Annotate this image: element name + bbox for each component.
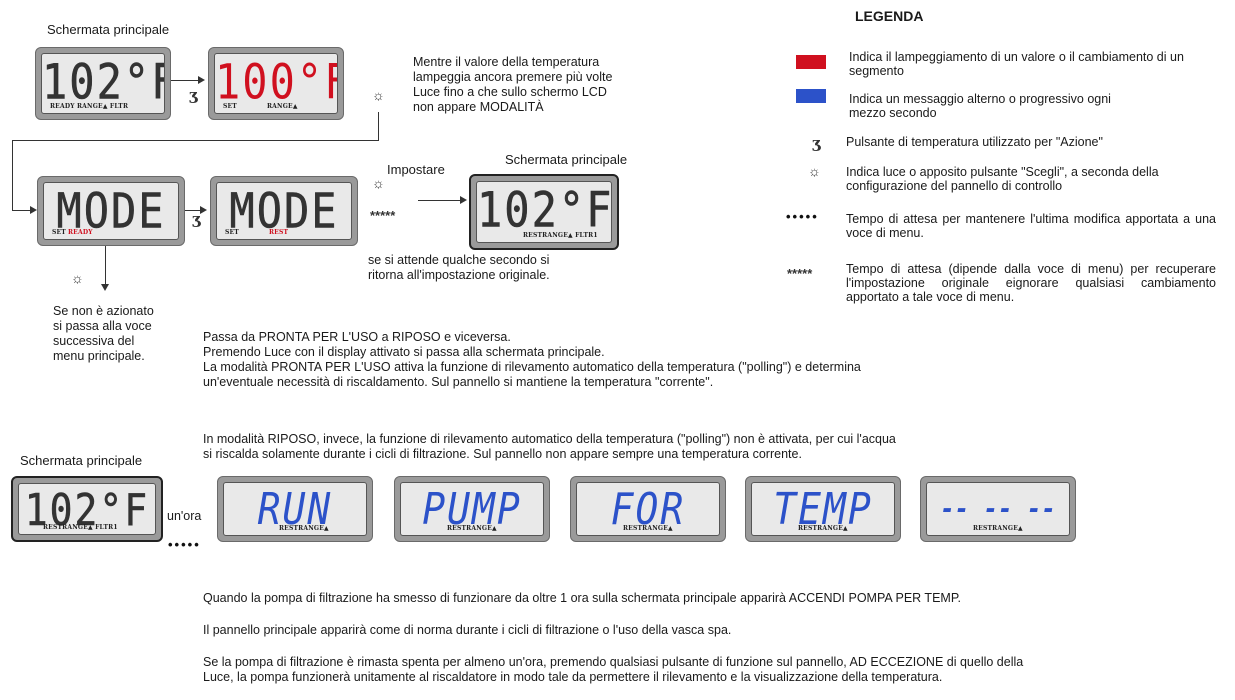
legend-title: LEGENDA xyxy=(855,8,924,24)
lcd-display-mode-ready: MODE SET READY xyxy=(37,176,185,246)
lcd-status: RESTRANGE▲ FLTR1 xyxy=(523,232,598,239)
lcd-value: FOR xyxy=(610,483,686,535)
lcd-range-label: RANGE▲ xyxy=(267,103,298,110)
legend-item: Indica luce o apposito pulsante "Scegli"… xyxy=(846,165,1159,193)
lcd-value: TEMP xyxy=(773,483,873,535)
lcd-value: MODE xyxy=(56,182,166,239)
main-screen-title-3: Schermata principale xyxy=(20,453,143,468)
rest-description: In modalità RIPOSO, invece, la funzione … xyxy=(203,432,896,461)
lcd-display-run: RUN RESTRANGE▲ xyxy=(217,476,373,542)
wait-stars-icon: ***** xyxy=(787,266,813,281)
connector-line xyxy=(418,200,462,201)
lcd-display-for: FOR RESTRANGE▲ xyxy=(570,476,726,542)
wait-dots-icon: ••••• xyxy=(786,209,819,224)
legend-item: Tempo di attesa per mantenere l'ultima m… xyxy=(846,212,1216,240)
arrow-right-icon xyxy=(198,76,205,84)
lcd-display-102f: 102°F READY RANGE▲ FLTR xyxy=(35,47,171,120)
light-button-icon: ☼ xyxy=(71,270,84,286)
wait-text: se si attende qualche secondo si ritorna… xyxy=(368,253,550,282)
set-label: Impostare xyxy=(387,162,445,177)
light-button-icon: ☼ xyxy=(372,87,385,103)
main-screen-title-2: Schermata principale xyxy=(505,152,628,167)
lcd-set-label: SET xyxy=(52,229,66,236)
lcd-set-label: SET xyxy=(223,103,237,110)
arrow-right-icon xyxy=(30,206,37,214)
legend-item: Indica il lampeggiamento di un valore o … xyxy=(849,50,1184,78)
paragraph-line: Premendo Luce con il display attivato si… xyxy=(203,345,605,359)
arrow-down-icon xyxy=(101,284,109,291)
connector-line xyxy=(12,210,32,211)
lcd-value-blinking: 100°F xyxy=(215,53,338,110)
bottom-paragraph-3: Se la pompa di filtrazione è rimasta spe… xyxy=(203,655,1024,684)
lcd-display-100f: 100°F SET RANGE▲ xyxy=(208,47,344,120)
lcd-set-label: SET xyxy=(225,229,239,236)
temperature-button-icon: ʒ xyxy=(192,210,201,228)
light-button-icon: ☼ xyxy=(372,175,385,191)
lcd-state-label: REST xyxy=(269,229,289,236)
lcd-value: 102°F xyxy=(24,484,150,535)
paragraph-line: La modalità PRONTA PER L'USO attiva la f… xyxy=(203,360,861,389)
lcd-display-mode-rest: MODE SET REST xyxy=(210,176,358,246)
lcd-value: -- -- -- -- xyxy=(940,492,1056,526)
arrow-right-icon xyxy=(460,196,467,204)
bottom-paragraph-1: Quando la pompa di filtrazione ha smesso… xyxy=(203,591,962,605)
legend-item: Tempo di attesa (dipende dalla voce di m… xyxy=(846,262,1216,304)
lcd-value: RUN xyxy=(257,483,333,535)
lcd-value: 102°F xyxy=(42,53,165,110)
connector-line xyxy=(105,246,106,286)
wait-dots-icon: ••••• xyxy=(168,537,201,552)
lcd-value: MODE xyxy=(229,182,339,239)
red-swatch xyxy=(796,55,826,69)
lcd-status: RESTRANGE▲ xyxy=(623,525,673,532)
lcd-status: RESTRANGE▲ xyxy=(447,525,497,532)
temperature-button-icon: ʒ xyxy=(812,134,821,152)
lcd-display-temp: TEMP RESTRANGE▲ xyxy=(745,476,901,542)
lcd-value: 102°F xyxy=(477,181,612,238)
wait-stars-icon: ***** xyxy=(370,208,396,223)
lcd-display-102f-rest: 102°F RESTRANGE▲ FLTR1 xyxy=(469,174,619,250)
lcd-status: RESTRANGE▲ FLTR1 xyxy=(43,524,118,531)
legend-item: Pulsante di temperatura utilizzato per "… xyxy=(846,135,1103,149)
temperature-button-icon: ʒ xyxy=(189,86,198,104)
one-hour-label: un'ora xyxy=(167,509,202,523)
lcd-display-dashes: -- -- -- -- RESTRANGE▲ xyxy=(920,476,1076,542)
lcd-state-label: READY xyxy=(68,229,93,236)
instruction-text: Mentre il valore della temperatura lampe… xyxy=(413,55,613,114)
paragraph-line: Passa da PRONTA PER L'USO a RIPOSO e vic… xyxy=(203,330,511,344)
mode-description: Passa da PRONTA PER L'USO a RIPOSO e vic… xyxy=(203,330,923,390)
main-screen-title: Schermata principale xyxy=(47,22,170,37)
connector-line xyxy=(12,140,379,141)
arrow-right-icon xyxy=(200,206,207,214)
lcd-status: RESTRANGE▲ xyxy=(973,525,1023,532)
blue-swatch xyxy=(796,89,826,103)
light-button-icon: ☼ xyxy=(808,163,821,179)
lcd-value: PUMP xyxy=(422,483,522,535)
legend-item: Indica un messaggio alterno o progressiv… xyxy=(849,92,1111,120)
lcd-status: READY RANGE▲ FLTR xyxy=(50,103,129,110)
lcd-display-102f-rest-main: 102°F RESTRANGE▲ FLTR1 xyxy=(11,476,163,542)
connector-line xyxy=(185,210,201,211)
lcd-status: RESTRANGE▲ xyxy=(279,525,329,532)
connector-line xyxy=(171,80,199,81)
lcd-status: RESTRANGE▲ xyxy=(798,525,848,532)
connector-line xyxy=(378,112,379,140)
connector-line xyxy=(12,140,13,210)
lcd-display-pump: PUMP RESTRANGE▲ xyxy=(394,476,550,542)
bottom-paragraph-2: Il pannello principale apparirà come di … xyxy=(203,623,732,637)
next-item-text: Se non è azionato si passa alla voce suc… xyxy=(53,304,154,363)
